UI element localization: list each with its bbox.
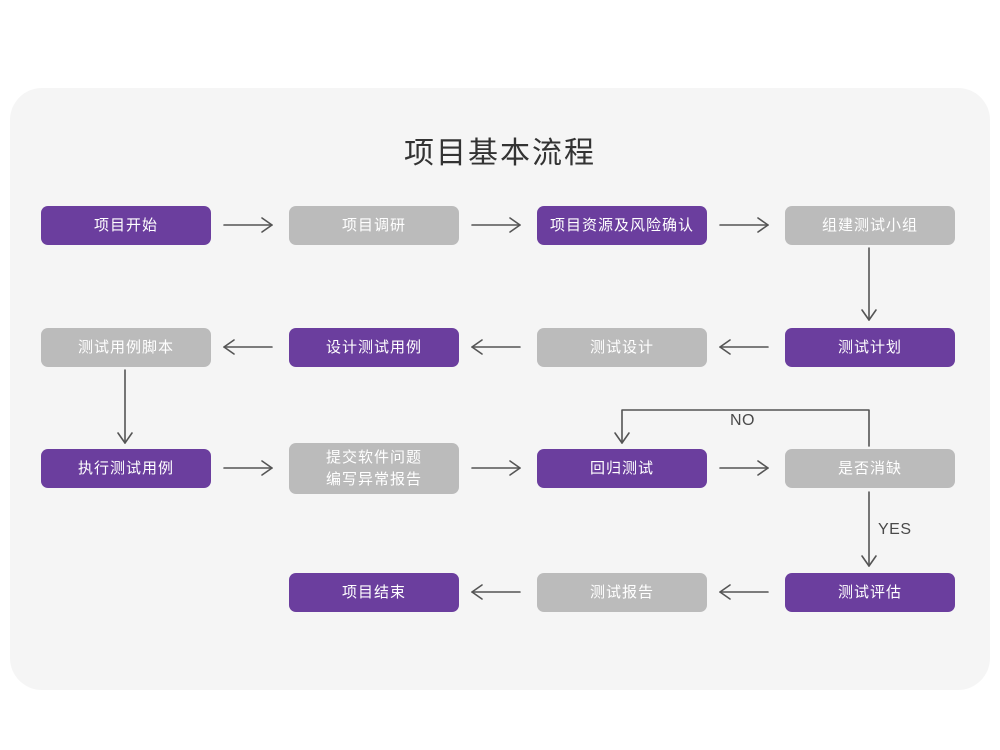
- node-test-plan[interactable]: 测试计划: [785, 328, 955, 367]
- node-project-start[interactable]: 项目开始: [41, 206, 211, 245]
- node-resource-risk-confirm[interactable]: 项目资源及风险确认: [537, 206, 707, 245]
- node-defect-cleared[interactable]: 是否消缺: [785, 449, 955, 488]
- edge-label-no: NO: [730, 412, 755, 429]
- edge-label-yes: YES: [878, 521, 912, 538]
- node-form-test-team[interactable]: 组建测试小组: [785, 206, 955, 245]
- node-project-research[interactable]: 项目调研: [289, 206, 459, 245]
- node-test-design[interactable]: 测试设计: [537, 328, 707, 367]
- node-test-case-script[interactable]: 测试用例脚本: [41, 328, 211, 367]
- node-test-evaluation[interactable]: 测试评估: [785, 573, 955, 612]
- node-submit-issue-report[interactable]: 提交软件问题 编写异常报告: [289, 443, 459, 494]
- node-test-report[interactable]: 测试报告: [537, 573, 707, 612]
- node-execute-test-case[interactable]: 执行测试用例: [41, 449, 211, 488]
- page-title: 项目基本流程: [404, 137, 596, 170]
- node-regression-test[interactable]: 回归测试: [537, 449, 707, 488]
- node-design-test-case[interactable]: 设计测试用例: [289, 328, 459, 367]
- node-project-end[interactable]: 项目结束: [289, 573, 459, 612]
